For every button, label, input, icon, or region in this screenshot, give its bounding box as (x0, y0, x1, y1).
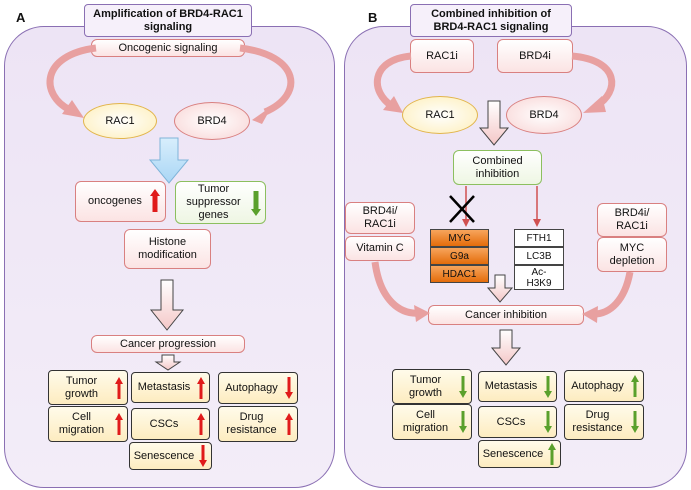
panel-b-title: Combined inhibition of BRD4-RAC1 signali… (410, 4, 572, 37)
down-arrow-icon (199, 445, 207, 467)
up-arrow-icon (197, 413, 205, 435)
effect-b-autophagy: Autophagy (564, 370, 644, 402)
target-ac-h3k9: Ac-H3K9 (514, 265, 564, 290)
panel-a-title: Amplification of BRD4-RAC1 signaling (84, 4, 252, 37)
rac1i-box: RAC1i (410, 39, 474, 73)
up-arrow-icon (197, 376, 205, 399)
oncogenic-signaling-box: Oncogenic signaling (91, 39, 245, 57)
up-arrow-icon (115, 376, 123, 399)
right-drug-box: BRD4i/ RAC1i (597, 203, 667, 237)
down-arrow-icon (544, 375, 552, 398)
left-drug-box: BRD4i/ RAC1i (345, 202, 415, 234)
effect-a-label: Senescence (133, 449, 195, 462)
effect-b-cell-migration: Cell migration (392, 404, 472, 440)
brd4-oval-b: BRD4 (506, 96, 582, 134)
effect-b-cscs: CSCs (478, 406, 557, 438)
effect-b-tumor-growth: Tumor growth (392, 369, 472, 404)
brd4i-box: BRD4i (497, 39, 573, 73)
effect-b-label: Senescence (482, 447, 544, 460)
effect-b-label: Tumor growth (408, 373, 443, 399)
rac1-oval-b: RAC1 (402, 96, 478, 134)
cancer-progression-box: Cancer progression (91, 335, 245, 353)
histone-modification-box: Histone modification (124, 229, 211, 269)
effect-b-label: Drug resistance (572, 409, 623, 434)
down-arrow-icon (631, 411, 639, 433)
effect-a-label: CSCs (149, 417, 179, 430)
effect-b-label: Cell migration (402, 409, 449, 434)
vitamin-c-box: Vitamin C (345, 236, 415, 261)
effect-b-label: Metastasis (484, 380, 538, 392)
up-arrow-icon (285, 413, 293, 435)
panel-b-letter: B (368, 10, 378, 25)
up-arrow-icon (115, 413, 123, 435)
up-arrow-icon (631, 375, 639, 397)
target-g9a: G9a (430, 247, 489, 265)
effect-b-drug-resistance: Drug resistance (564, 404, 644, 440)
down-arrow-icon (459, 411, 467, 433)
brd4-oval-a: BRD4 (174, 102, 250, 140)
down-arrow-icon (544, 411, 552, 433)
rac1-oval-a: RAC1 (83, 103, 157, 139)
oncogenes-label: oncogenes (88, 195, 142, 207)
effect-a-label: Tumor growth (64, 374, 99, 400)
effect-a-tumor-growth: Tumor growth (48, 370, 128, 405)
effect-a-senescence: Senescence (129, 442, 212, 470)
down-arrow-icon (459, 375, 467, 398)
panel-a-letter: A (16, 10, 26, 25)
effect-a-metastasis: Metastasis (131, 372, 210, 403)
target-myc: MYC (430, 229, 489, 247)
effect-b-label: CSCs (496, 415, 526, 428)
effect-a-autophagy: Autophagy (218, 372, 298, 404)
cancer-inhibition-box: Cancer inhibition (428, 305, 584, 325)
tumor-suppressor-label: Tumor suppressor genes (186, 183, 241, 221)
down-arrow-icon (285, 377, 293, 399)
effect-a-label: Autophagy (225, 381, 278, 394)
up-arrow-icon (548, 443, 556, 465)
effect-b-senescence: Senescence (478, 440, 561, 468)
effect-b-metastasis: Metastasis (478, 371, 557, 402)
tumor-suppressor-box: Tumor suppressor genes (175, 181, 266, 224)
effect-a-label: Drug resistance (226, 411, 277, 436)
myc-depletion-box: MYC depletion (597, 237, 667, 272)
effect-a-label: Cell migration (58, 411, 105, 436)
target-fth1: FTH1 (514, 229, 564, 247)
combined-inhibition-box: Combined inhibition (453, 150, 542, 185)
target-lc3b: LC3B (514, 247, 564, 265)
effect-a-cscs: CSCs (131, 408, 210, 440)
oncogenes-box: oncogenes (75, 181, 166, 222)
effect-a-label: Metastasis (137, 381, 191, 393)
target-hdac1: HDAC1 (430, 265, 489, 283)
effect-b-label: Autophagy (571, 379, 624, 392)
effect-a-drug-resistance: Drug resistance (218, 406, 298, 442)
effect-a-cell-migration: Cell migration (48, 406, 128, 442)
